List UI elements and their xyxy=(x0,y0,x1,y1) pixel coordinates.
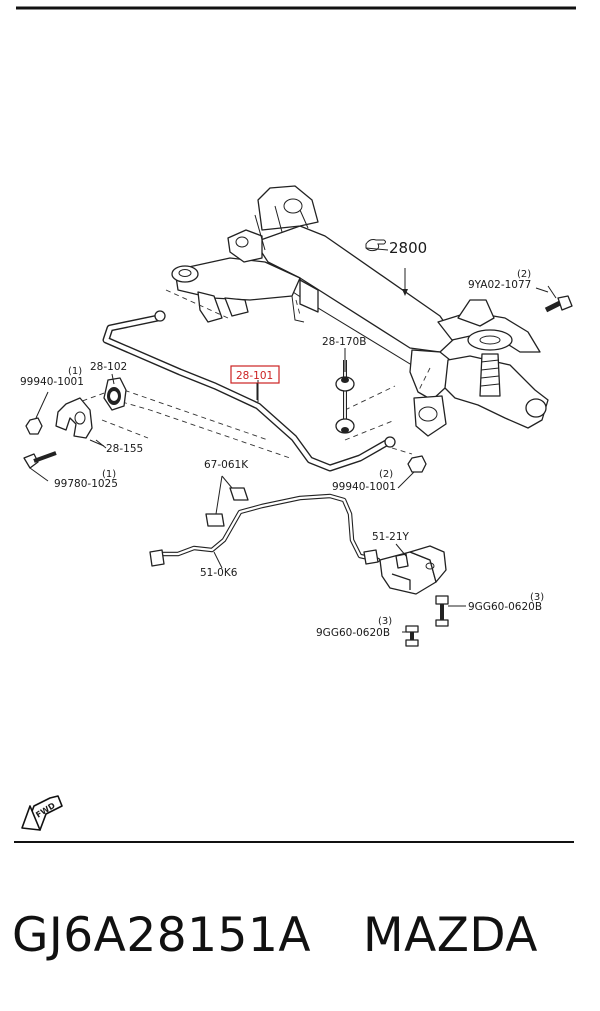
callout-51-21y: 51-21Y xyxy=(372,531,410,543)
qty-bolt-left: (1) xyxy=(102,469,116,480)
fwd-arrow-icon: FWD xyxy=(21,795,63,831)
callout-labels: 2800 (2) 9YA02-1077 28-101 28-170B 28-10… xyxy=(20,239,544,639)
crossmember-drawing xyxy=(171,185,549,437)
callout-28-170b: 28-170B xyxy=(322,336,366,348)
part-number: GJ6A28151A xyxy=(12,907,312,963)
callout-28-101: 28-101 xyxy=(236,370,273,382)
callout-28-155: 28-155 xyxy=(106,443,143,455)
callout-99780-1025: 99780-1025 xyxy=(54,478,118,490)
part-footer: GJ6A28151A MAZDA xyxy=(0,895,600,975)
bracket-drawing xyxy=(55,397,105,447)
callout-28-102: 28-102 xyxy=(90,361,127,373)
brand-name: MAZDA xyxy=(363,907,538,963)
sensor-harness-drawing xyxy=(149,493,381,567)
parts-diagram: FWD 2800 (2) 9YA02-1077 28-101 28-170B 2… xyxy=(14,6,576,843)
leader-lines xyxy=(95,247,549,633)
sensor-drawing xyxy=(379,545,447,595)
qty-bolt-sensor-lower: (3) xyxy=(378,616,392,627)
callout-99940-1001-right: 99940-1001 xyxy=(332,481,396,493)
pointer-hand-icon xyxy=(365,239,386,252)
callout-51-0k6: 51-0K6 xyxy=(200,567,238,579)
clip-drawing xyxy=(205,475,249,527)
callout-99940-1001-left: 99940-1001 xyxy=(20,376,84,388)
qty-nut-left: (1) xyxy=(68,366,82,377)
callout-67-061k: 67-061K xyxy=(204,459,249,471)
fasteners-drawing xyxy=(23,285,573,647)
stabilizer-bar-drawing xyxy=(102,310,396,472)
callout-9gg60-0620b-right: 9GG60-0620B xyxy=(468,601,542,613)
qty-bolt-sensor-right: (3) xyxy=(530,592,544,603)
callout-9gg60-0620b-lower: 9GG60-0620B xyxy=(316,627,390,639)
qty-bolt-top-right: (2) xyxy=(517,269,531,280)
callout-9ya02-1077: 9YA02-1077 xyxy=(468,279,531,291)
qty-nut-right: (2) xyxy=(379,469,393,480)
bushing-drawing xyxy=(103,377,127,411)
callout-2800: 2800 xyxy=(389,239,427,257)
highlight-box xyxy=(230,365,280,384)
